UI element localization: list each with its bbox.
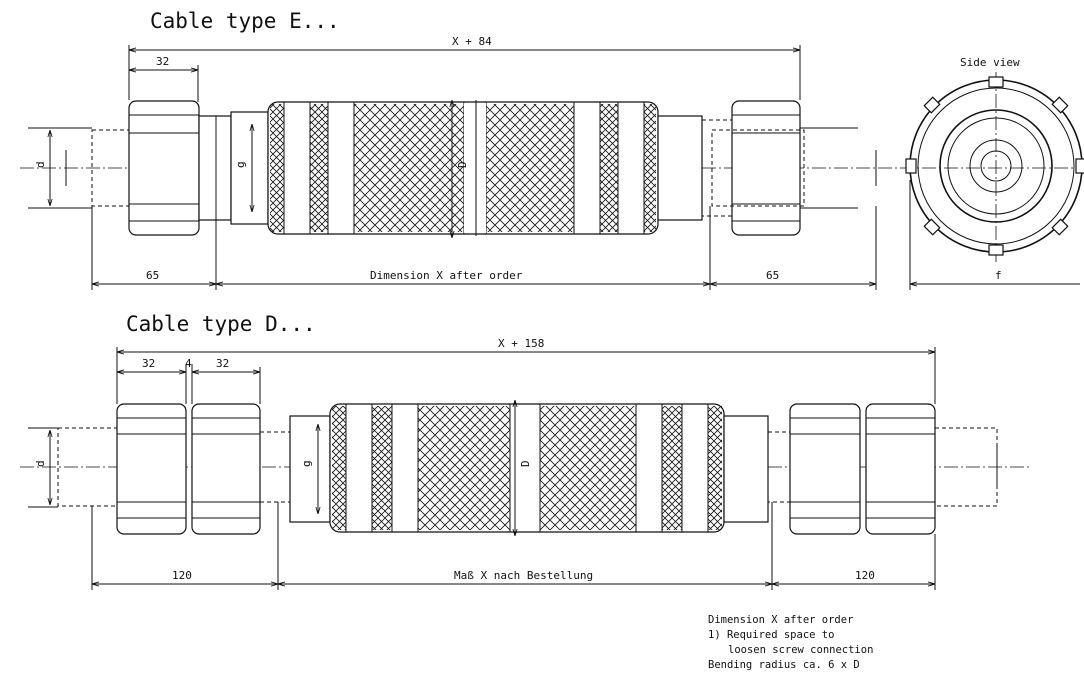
label-d-e: d bbox=[34, 161, 47, 168]
cable-type-e: Cable type E... X + 84 32 d g bbox=[20, 9, 1080, 290]
label-d-d: d bbox=[34, 460, 47, 467]
label-D-d: D bbox=[519, 460, 532, 467]
middle-label-d: Maß X nach Bestellung bbox=[454, 569, 593, 582]
side-view: Side view f bbox=[905, 56, 1084, 290]
gap-width-d: 4 bbox=[185, 357, 192, 370]
nut1-width-d: 32 bbox=[142, 357, 155, 370]
cable-type-d: Cable type D... X + 158 32 4 32 d bbox=[20, 312, 1030, 590]
label-g-d: g bbox=[300, 460, 313, 467]
cable-type-e-title: Cable type E... bbox=[150, 9, 340, 33]
left-length-d: 120 bbox=[172, 569, 192, 582]
note-line-1: Dimension X after order bbox=[708, 614, 853, 626]
label-D-e: D bbox=[456, 161, 469, 168]
notes: Dimension X after order 1) Required spac… bbox=[708, 614, 873, 671]
middle-label-e: Dimension X after order bbox=[370, 269, 523, 282]
cable-type-d-title: Cable type D... bbox=[126, 312, 316, 336]
note-line-3: loosen screw connection bbox=[728, 644, 873, 656]
nut2-width-d: 32 bbox=[216, 357, 229, 370]
nut-width-e: 32 bbox=[156, 55, 169, 68]
right-length-e: 65 bbox=[766, 269, 779, 282]
side-view-title: Side view bbox=[960, 56, 1020, 69]
right-length-d: 120 bbox=[855, 569, 875, 582]
label-g-e: g bbox=[234, 161, 247, 168]
left-length-e: 65 bbox=[146, 269, 159, 282]
overall-dimension-d: X + 158 bbox=[498, 337, 544, 350]
note-line-4: Bending radius ca. 6 x D bbox=[708, 659, 860, 671]
overall-dimension-e: X + 84 bbox=[452, 35, 492, 48]
note-line-2: 1) Required space to bbox=[708, 629, 834, 641]
label-f: f bbox=[995, 269, 1002, 282]
